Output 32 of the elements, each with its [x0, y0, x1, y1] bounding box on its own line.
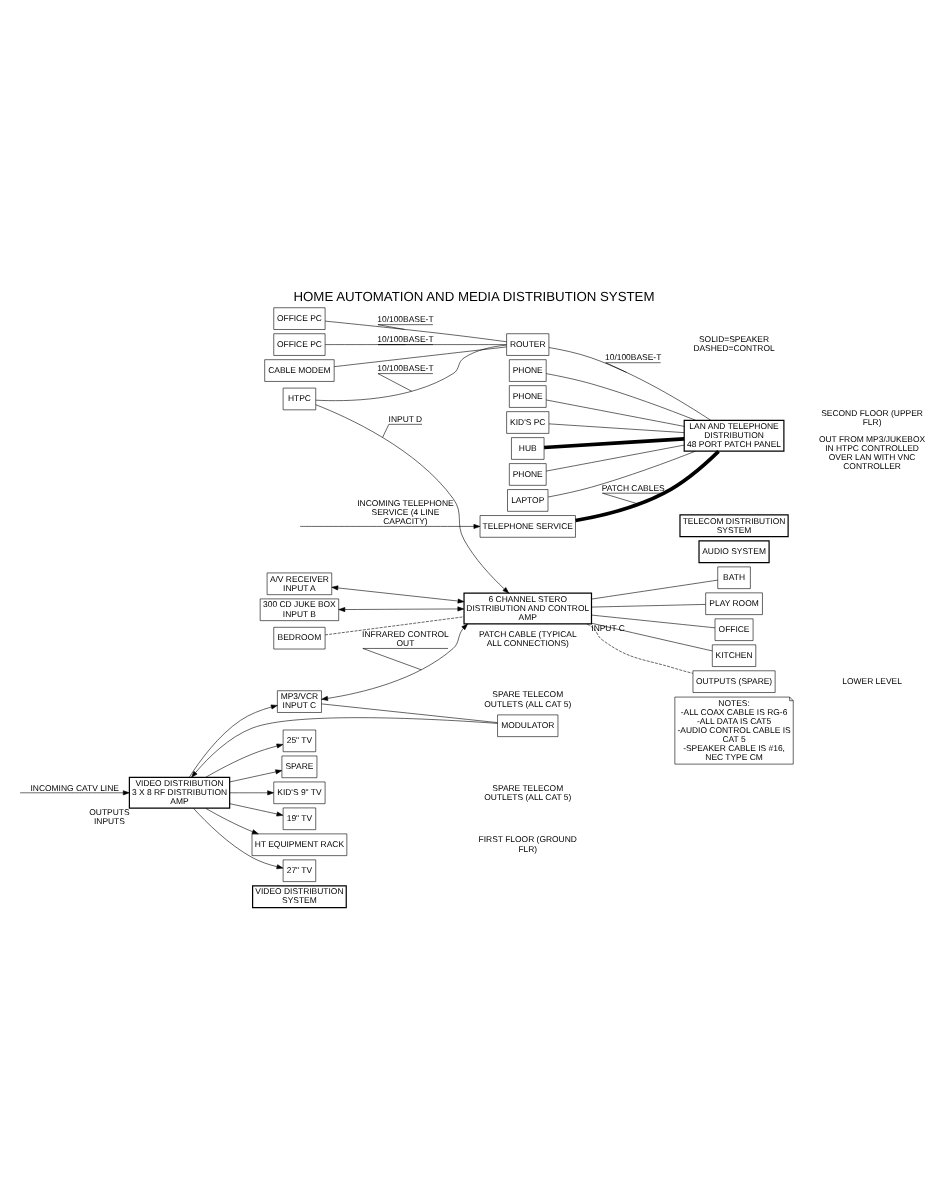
arrow — [299, 523, 481, 528]
connector — [548, 422, 685, 432]
connector — [545, 372, 696, 420]
arrow — [189, 703, 278, 777]
connector — [575, 449, 720, 522]
arrow — [229, 802, 284, 816]
connector — [315, 343, 507, 400]
connector — [547, 449, 696, 497]
arrow — [315, 403, 510, 593]
connector — [591, 603, 706, 607]
arrow — [338, 605, 465, 611]
arrow — [205, 806, 259, 834]
arrow — [331, 584, 465, 603]
connector — [591, 578, 718, 599]
connector — [548, 346, 712, 420]
arrow — [193, 807, 284, 869]
connector — [324, 343, 507, 344]
connector — [545, 398, 685, 426]
connector — [333, 345, 507, 366]
arrow — [229, 789, 274, 795]
connector — [324, 319, 507, 342]
connector — [545, 443, 685, 471]
connector — [586, 622, 694, 673]
arrow — [321, 622, 468, 700]
connector — [591, 621, 713, 651]
arrow — [229, 768, 283, 782]
connector — [591, 613, 716, 628]
arrow — [205, 742, 284, 777]
connector — [544, 436, 685, 449]
arrow — [19, 789, 130, 795]
connector — [321, 702, 498, 722]
arrow — [191, 716, 498, 777]
